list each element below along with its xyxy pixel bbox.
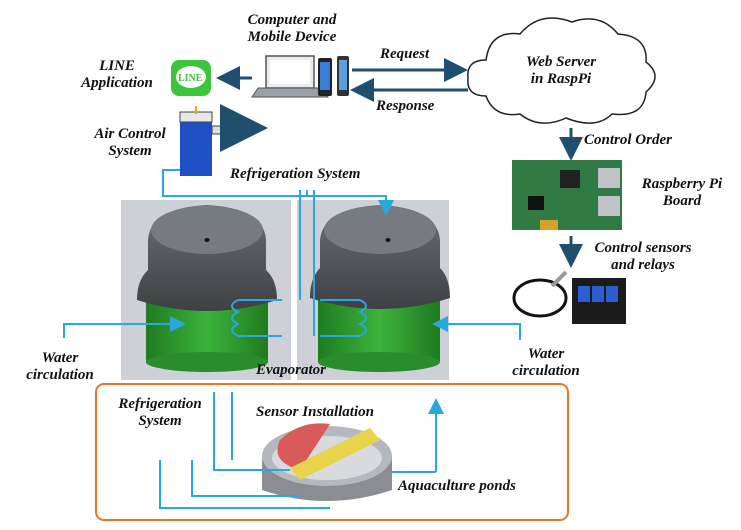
tank-icon [310,205,450,372]
raspberry-pi-label-line2: Board [662,193,702,209]
line-app-label: LINE Application [62,58,172,92]
line-logo-text: LINE [178,73,203,84]
pond-icon [262,423,392,501]
control-sensors-label-line2: and relays [611,257,675,273]
sensor-relay-icon [512,270,626,324]
request-label: Request [380,46,430,62]
line-logo-icon [171,60,211,96]
raspberry-pi-label-line1: Raspberry Pi [641,176,723,192]
evaporator-coils [231,299,367,337]
laptop-icon [251,55,329,98]
air-pump-icon [179,104,268,176]
water-right-line1: Water [527,346,565,362]
air-control-label-line2: System [108,143,152,159]
computer-label-line1: Computer and [247,12,337,28]
water-circulation-left-label: Water circulation [10,350,110,384]
water-arrow-right [432,316,521,340]
water-left-line2: circulation [26,367,94,383]
air-control-label-line1: Air Control [94,126,166,142]
web-server-label-line1: Web Server [525,54,597,70]
pond-pipes [159,392,444,509]
line-app-label-line1: LINE [99,58,135,74]
air-control-label: Air Control System [80,126,180,160]
raspberry-pi-label: Raspberry Pi Board [628,176,736,210]
response-label: Response [376,98,435,114]
web-server-label-line2: in RaspPi [530,71,592,87]
raspberry-pi-board-icon [512,160,622,230]
computer-label: Computer and Mobile Device [232,12,352,46]
tank-icon [137,205,277,372]
refrigeration-bottom-line1: Refrigeration [118,396,202,412]
control-order-label: Control Order [584,132,672,148]
refrigeration-bottom-label: Refrigeration System [100,396,220,430]
water-left-line1: Water [41,350,79,366]
computer-label-line2: Mobile Device [247,29,337,45]
water-circulation-right-label: Water circulation [496,346,596,380]
sensor-installation-label: Sensor Installation [256,404,374,420]
water-right-line2: circulation [512,363,580,379]
control-sensors-label: Control sensors and relays [584,240,702,274]
line-app-label-line2: Application [81,75,153,91]
cloud-icon [467,17,656,124]
phone-icon [318,56,349,96]
evaporator-label: Evaporator [256,362,327,378]
web-server-label: Web Server in RaspPi [506,54,616,88]
aquaculture-label: Aquaculture ponds [398,478,516,494]
control-sensors-label-line1: Control sensors [594,240,692,256]
pond-border [95,383,569,521]
water-arrow-left [63,316,186,338]
refrigeration-bottom-line2: System [138,413,182,429]
refrigeration-system-label: Refrigeration System [230,166,361,182]
